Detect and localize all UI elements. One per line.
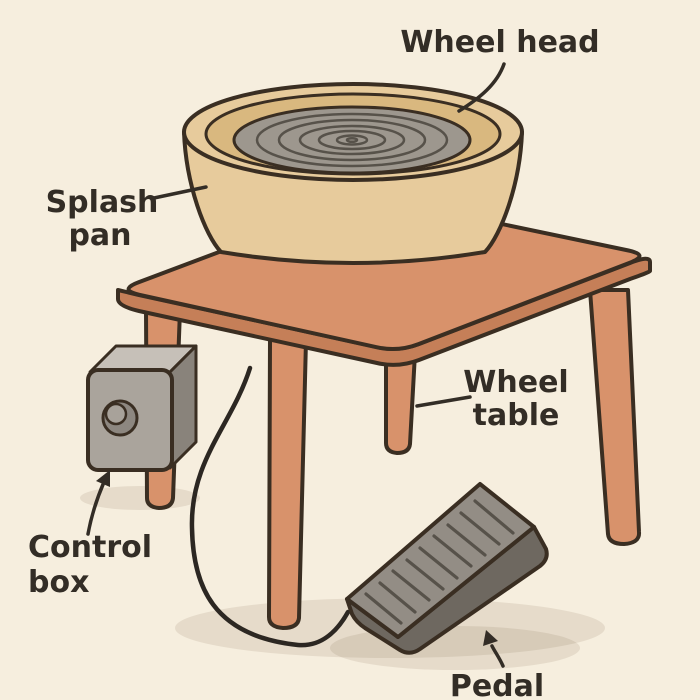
foot-pedal [345, 482, 549, 655]
wheel-head-pointer-line [457, 62, 506, 113]
wheel-head-ring-4 [317, 129, 387, 151]
control-box-arrow-line [86, 480, 106, 536]
label-wheel-head: Wheel head [400, 25, 600, 113]
wheel-table-label-line1: Wheel [463, 365, 568, 400]
label-pedal: Pedal [450, 630, 544, 700]
pedal-shadow [330, 626, 580, 670]
control-box [86, 344, 198, 472]
wheel-head-ring-3 [298, 124, 406, 156]
annotations: Wheel head Splash pan Wheel table Contro… [28, 25, 600, 700]
control-box-label-line2: box [28, 565, 89, 600]
table-leg-right [588, 288, 642, 546]
splash-pan-pointer-line [152, 185, 208, 200]
pedal-arrowhead [483, 630, 498, 646]
wheel-table-pointer-line [415, 395, 472, 408]
wheel-head-ring-1 [255, 112, 449, 168]
pedal-plate [345, 482, 536, 639]
table-leg-front-center [267, 338, 308, 630]
control-box-arrowhead [96, 470, 110, 487]
wheel-table-label-line2: table [473, 398, 560, 433]
splash-pan-label-line2: pan [68, 218, 131, 253]
wheel-head-center [345, 136, 359, 144]
wheel-head-label: Wheel head [400, 25, 599, 60]
wheel-head-disc [232, 105, 472, 175]
pedal-label: Pedal [450, 669, 544, 700]
pedal-arrow-line [490, 644, 505, 668]
label-splash-pan: Splash pan [46, 185, 208, 253]
control-box-label-line1: Control [28, 530, 152, 565]
wheel-head [232, 105, 472, 175]
wheel-table [116, 196, 652, 630]
wheel-head-ring-2 [277, 118, 427, 162]
splash-pan-label-line1: Splash [46, 185, 159, 220]
label-control-box: Control box [28, 470, 152, 600]
power-cable [189, 365, 351, 648]
pedal-ridges [364, 499, 515, 625]
splash-pan [182, 82, 524, 265]
control-knob-face [104, 402, 128, 426]
wheel-head-ring-5 [335, 134, 369, 146]
label-wheel-table: Wheel table [415, 365, 569, 433]
